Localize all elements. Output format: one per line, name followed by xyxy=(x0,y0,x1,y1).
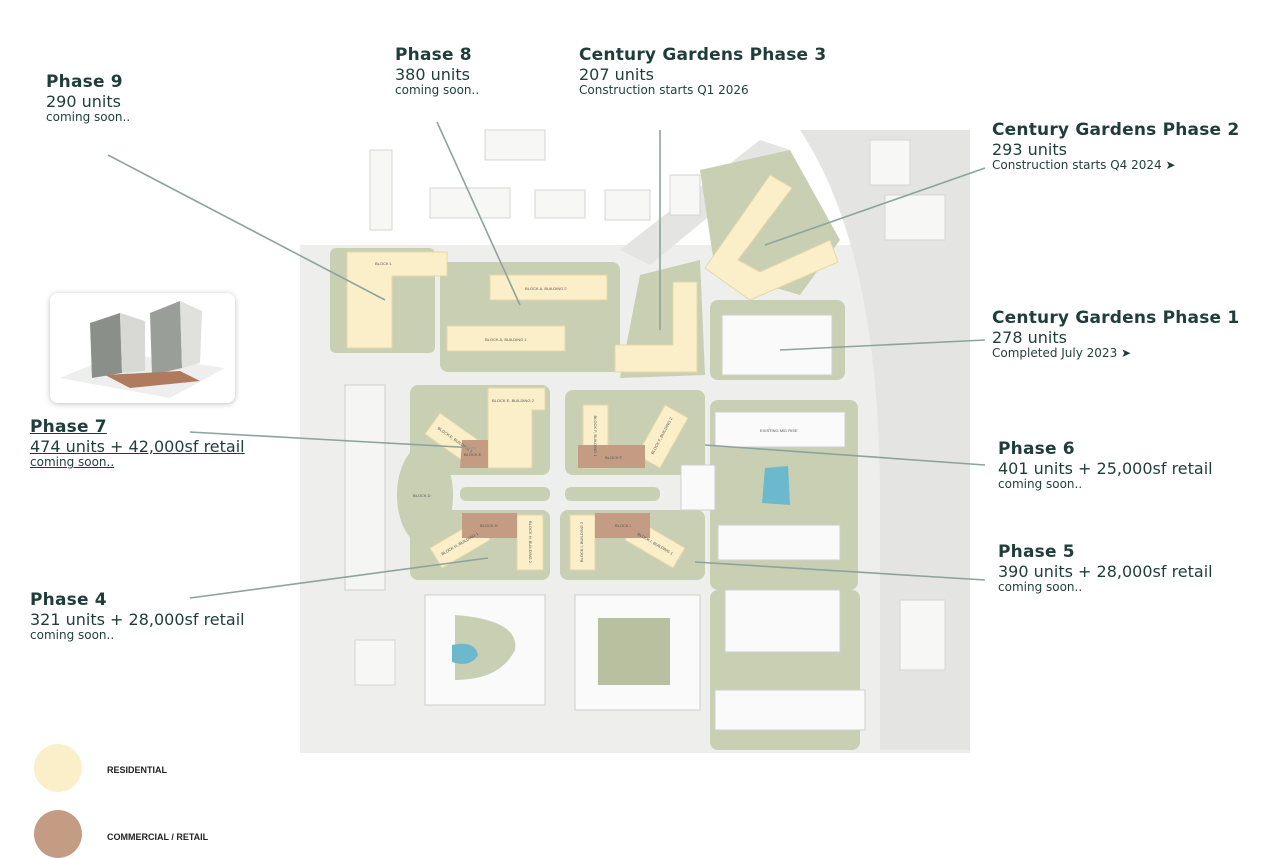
phase-status: coming soon.. xyxy=(46,109,131,124)
pond-park xyxy=(762,466,790,505)
road-east xyxy=(700,130,970,750)
building-rendering-thumbnail[interactable] xyxy=(50,293,235,403)
block-j-courtyard xyxy=(455,615,516,680)
rendering-image xyxy=(60,301,225,398)
block-label: BLOCK D xyxy=(413,493,431,498)
phase-units: 321 units + 28,000sf retail xyxy=(30,609,245,629)
block-label: BLOCK A, BUILDING 2 xyxy=(525,286,567,291)
phase-title[interactable]: Phase 7 xyxy=(30,417,107,437)
label-cg-phase-1[interactable]: Century Gardens Phase 1 278 units Comple… xyxy=(992,308,1240,361)
commercial-buildings xyxy=(460,440,650,538)
phase-title: Century Gardens Phase 1 xyxy=(992,308,1240,328)
phase-status-link[interactable]: Construction starts Q4 2024 ➤ xyxy=(992,157,1176,172)
phase-title: Phase 8 xyxy=(395,45,472,65)
block-label-i2: BLOCK I, BUILDING 2 xyxy=(579,521,584,562)
pond-j xyxy=(452,643,478,664)
block-label: BLOCK E, BUILDING 2 xyxy=(492,398,535,403)
label-phase-9[interactable]: Phase 9 290 units coming soon.. xyxy=(46,72,131,125)
phase-status: coming soon.. xyxy=(998,579,1083,594)
phase-status-link[interactable]: Completed July 2023 ➤ xyxy=(992,345,1132,360)
phase-units[interactable]: 474 units + 42,000sf retail xyxy=(30,436,245,456)
legend-residential-label: RESIDENTIAL xyxy=(107,765,168,775)
cg-phase-1-building xyxy=(721,314,833,376)
phase-title: Phase 4 xyxy=(30,590,107,610)
legend-commercial-swatch xyxy=(34,810,82,858)
existing-mid-rise-4 xyxy=(714,689,866,731)
phase-units: 380 units xyxy=(395,64,470,84)
phase-units: 290 units xyxy=(46,91,121,111)
leader-phase-9 xyxy=(107,154,386,301)
label-phase-7[interactable]: Phase 7 474 units + 42,000sf retail comi… xyxy=(30,417,245,470)
label-phase-4[interactable]: Phase 4 321 units + 28,000sf retail comi… xyxy=(30,590,245,643)
block-label-h2: BLOCK H, BUILDING 2 xyxy=(528,521,533,564)
phase-units: 293 units xyxy=(992,139,1067,159)
block-k-courtyard xyxy=(598,618,670,685)
phase-units: 390 units + 28,000sf retail xyxy=(998,561,1213,581)
phase-units: 278 units xyxy=(992,327,1067,347)
phase-status: coming soon.. xyxy=(998,476,1083,491)
block-label-f1: BLOCK F, BUILDING 1 xyxy=(593,415,598,457)
existing-mid-rise-2 xyxy=(717,524,841,561)
block-label: BLOCK L xyxy=(375,261,393,266)
block-i-retail xyxy=(595,513,650,538)
cg-phase-2-building xyxy=(704,174,839,301)
existing-mid-rise-3 xyxy=(724,589,841,653)
leader-phase-7 xyxy=(189,431,477,449)
block-i-building-2 xyxy=(569,514,596,571)
label-cg-phase-2[interactable]: Century Gardens Phase 2 293 units Constr… xyxy=(992,120,1240,173)
block-label: BLOCK E xyxy=(464,452,482,457)
phase-title: Century Gardens Phase 2 xyxy=(992,120,1240,140)
block-h-retail xyxy=(462,513,517,538)
block-l xyxy=(346,251,448,349)
block-f-building-2 xyxy=(636,404,689,469)
phase-status: Construction starts Q1 2026 xyxy=(579,82,749,97)
phase-title: Phase 6 xyxy=(998,439,1075,459)
label-phase-6[interactable]: Phase 6 401 units + 25,000sf retail comi… xyxy=(998,439,1213,492)
legend-residential-swatch xyxy=(34,744,82,792)
block-f-retail xyxy=(578,445,645,468)
block-label: BLOCK F xyxy=(605,455,623,460)
block-h-building-2 xyxy=(516,514,544,571)
label-cg-phase-3[interactable]: Century Gardens Phase 3 207 units Constr… xyxy=(579,45,827,98)
block-label: BLOCK A, BUILDING 1 xyxy=(485,337,527,342)
leader-lines xyxy=(107,121,986,599)
block-b xyxy=(614,281,698,373)
phase-status: coming soon.. xyxy=(395,82,480,97)
block-g-existing-tower xyxy=(680,464,716,511)
legend-commercial-label: COMMERCIAL / RETAIL xyxy=(107,832,209,842)
block-a-building-2 xyxy=(489,274,608,301)
phase-title: Phase 5 xyxy=(998,542,1075,562)
label-phase-8[interactable]: Phase 8 380 units coming soon.. xyxy=(395,45,480,98)
label-phase-5[interactable]: Phase 5 390 units + 28,000sf retail comi… xyxy=(998,542,1213,595)
block-label: EXISTING MID RISE xyxy=(760,428,798,433)
context-buildings xyxy=(354,129,946,686)
block-label: BLOCK H xyxy=(480,523,498,528)
block-a-building-1 xyxy=(446,325,566,352)
phase-title: Phase 9 xyxy=(46,72,123,92)
leader-phase-8 xyxy=(436,121,521,306)
leader-phase-4 xyxy=(189,557,489,599)
leader-phase-6 xyxy=(704,444,986,466)
block-label: BLOCK I xyxy=(615,523,631,528)
lrt-transit-center xyxy=(344,384,386,591)
existing-mid-rise-1 xyxy=(714,411,846,448)
phase-units: 401 units + 25,000sf retail xyxy=(998,458,1213,478)
leader-cg-phase-1 xyxy=(779,339,986,351)
leader-cg-phase-2 xyxy=(764,167,986,246)
leader-phase-5 xyxy=(694,561,986,581)
phase-status: coming soon.. xyxy=(30,627,115,642)
phase-title: Century Gardens Phase 3 xyxy=(579,45,827,65)
phase-status[interactable]: coming soon.. xyxy=(30,454,115,469)
phase-units: 207 units xyxy=(579,64,654,84)
